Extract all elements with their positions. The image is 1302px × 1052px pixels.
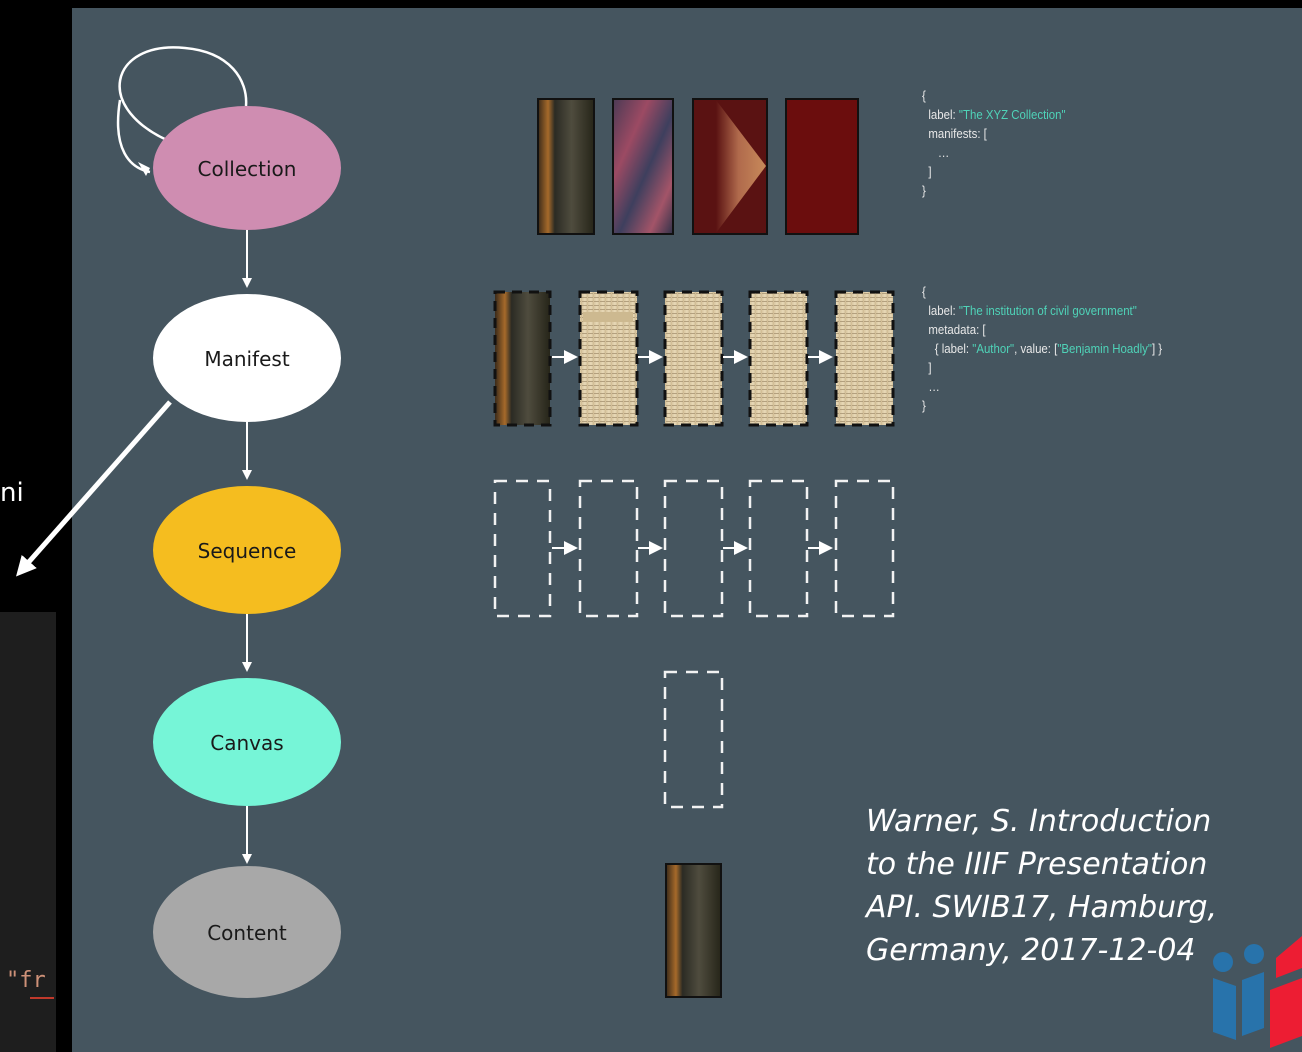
canvas-placeholder [493, 479, 552, 618]
json-key: ] } [1151, 341, 1163, 356]
json-line: ] [928, 360, 932, 375]
node-label: Content [207, 921, 287, 945]
node-content: Content [153, 866, 341, 998]
book-cover-image [785, 98, 859, 235]
pointer-arrow [16, 400, 172, 577]
page-image [665, 292, 722, 425]
json-key: manifests: [ [928, 126, 987, 141]
json-string: "Benjamin Hoadly" [1057, 341, 1152, 356]
code-fragment: "fr [6, 968, 46, 993]
content-image [665, 863, 722, 998]
json-line: … [937, 145, 950, 160]
node-label: Collection [198, 157, 297, 181]
citation: Warner, S. Introduction to the IIIF Pres… [866, 800, 1246, 972]
json-line: ] [928, 164, 932, 179]
canvas-placeholder [663, 479, 724, 618]
citation-line: API. SWIB17, Hamburg, [866, 890, 1218, 925]
citation-line: Warner, S. Introduction [866, 804, 1212, 839]
json-string: "The XYZ Collection" [958, 107, 1066, 122]
node-label: Sequence [198, 539, 297, 563]
json-line: } [922, 398, 926, 413]
self-loop-arrow [118, 46, 248, 146]
manifest-json: { label: "The institution of civil gover… [922, 282, 1162, 415]
partial-text: ni [0, 478, 24, 508]
json-key: { label: [934, 341, 973, 356]
book-cover-image [612, 98, 674, 235]
code-editor-panel [0, 612, 56, 1052]
page-image [836, 292, 893, 425]
json-line: { [922, 88, 926, 103]
node-manifest: Manifest [153, 294, 341, 422]
node-collection: Collection [153, 106, 341, 230]
json-line: { [922, 284, 926, 299]
canvas-placeholder [748, 479, 809, 618]
json-key: , value: [ [1014, 341, 1058, 356]
json-line: … [928, 379, 940, 394]
node-label: Manifest [204, 347, 290, 371]
citation-line: to the IIIF Presentation [866, 847, 1208, 882]
node-label: Canvas [210, 731, 283, 755]
node-canvas: Canvas [153, 678, 341, 806]
page-image [495, 292, 550, 425]
book-cover-image [537, 98, 595, 235]
citation-line: Germany, 2017-12-04 [866, 933, 1196, 968]
json-line: } [922, 183, 926, 198]
error-underline [30, 997, 54, 999]
node-sequence: Sequence [153, 486, 341, 614]
iiif-logo-icon [1213, 936, 1302, 1048]
canvas-placeholder-single [663, 670, 724, 809]
json-string: "The institution of civil government" [958, 303, 1137, 318]
canvas-placeholder [834, 479, 895, 618]
json-string: "Author" [972, 341, 1015, 356]
json-key: metadata: [ [928, 322, 986, 337]
json-key: label: [928, 107, 959, 122]
page-image [750, 292, 807, 425]
book-cover-image [692, 98, 768, 235]
sequence-placeholders [493, 479, 895, 618]
collection-json: { label: "The XYZ Collection" manifests:… [922, 86, 1066, 200]
manifest-pages [493, 290, 895, 427]
page-image [580, 292, 637, 425]
collection-books [537, 98, 859, 235]
json-key: label: [928, 303, 959, 318]
canvas-placeholder [578, 479, 639, 618]
